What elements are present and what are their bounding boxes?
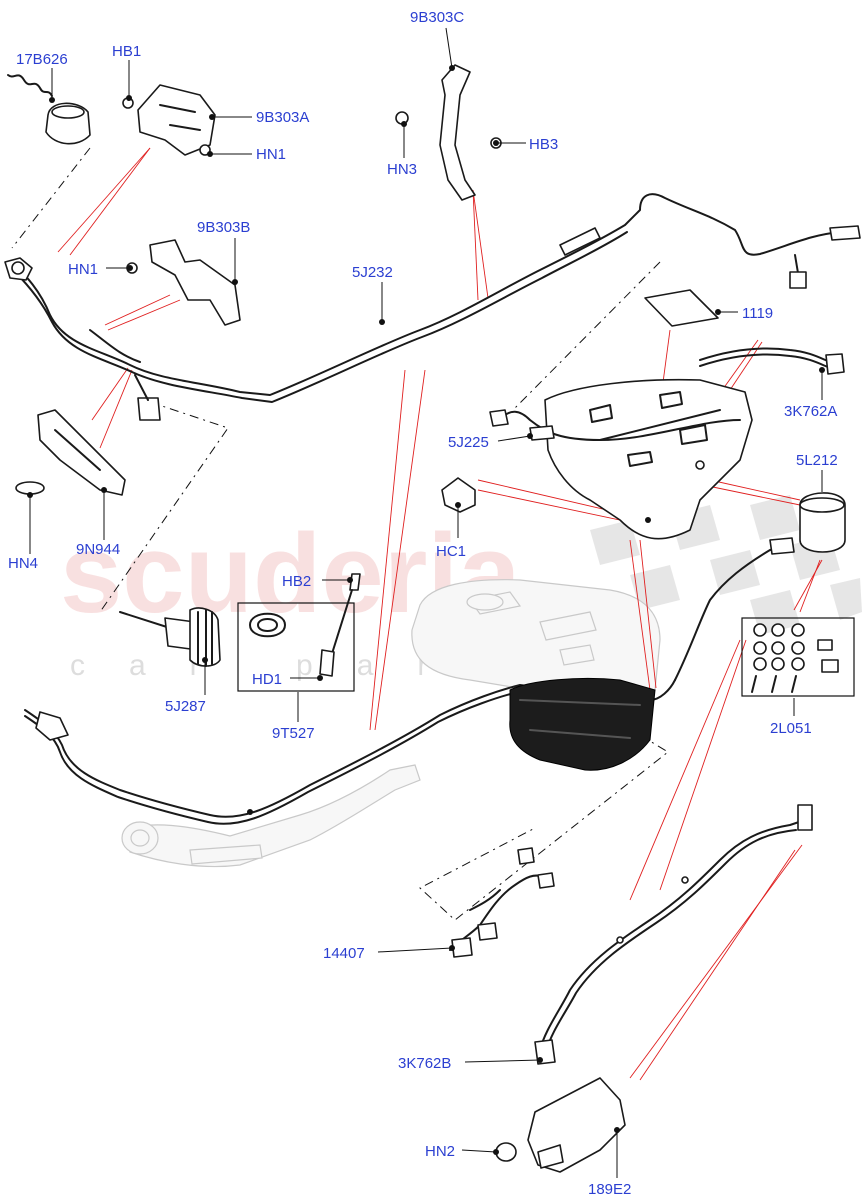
part-1119-pad (644, 289, 719, 327)
label-9n944: 9N944 (76, 541, 120, 558)
label-hb3: HB3 (529, 136, 558, 153)
part-9b303a-bracket (122, 84, 216, 156)
label-14407: 14407 (323, 945, 365, 962)
label-9b303a: 9B303A (256, 109, 309, 126)
label-hn1-mid: HN1 (68, 261, 98, 278)
part-labels: 17B626 HB1 9B303A HN1 9B303C HN3 HB3 HN1… (8, 9, 838, 1198)
label-3k762a: 3K762A (784, 403, 837, 420)
label-5l212: 5L212 (796, 452, 838, 469)
part-3k762a-hose (699, 347, 845, 375)
tank-heat-shield-upper (544, 378, 753, 540)
label-189e2: 189E2 (588, 1181, 631, 1198)
part-189e2-shield (495, 1077, 626, 1173)
leader-dots (27, 65, 825, 1155)
label-hb2: HB2 (282, 573, 311, 590)
fuel-tank-shield (509, 677, 656, 771)
leader-lines (29, 27, 823, 1178)
label-hn4: HN4 (8, 555, 38, 572)
label-3k762b: 3K762B (398, 1055, 451, 1072)
label-5j287: 5J287 (165, 698, 206, 715)
part-9t527-kit-box (237, 573, 361, 692)
label-2l051: 2L051 (770, 720, 812, 737)
label-hn3: HN3 (387, 161, 417, 178)
label-9b303b: 9B303B (197, 219, 250, 236)
part-2l051-kit-box (741, 617, 855, 697)
part-5j287-sender (119, 607, 221, 667)
harness-14407 (449, 847, 555, 958)
part-9b303c-bracket (395, 64, 502, 201)
label-1119: 1119 (742, 305, 773, 322)
label-17b626: 17B626 (16, 51, 68, 68)
checkered-flag-logo (590, 495, 862, 635)
part-hc1-clip (441, 477, 476, 513)
label-hc1: HC1 (436, 543, 466, 560)
label-9t527: 9T527 (272, 725, 315, 742)
label-hd1: HD1 (252, 671, 282, 688)
part-17b626-filler-cap (7, 74, 91, 145)
part-5l212-filter (799, 492, 846, 553)
fuel-pipe-5j232 (4, 193, 861, 421)
group-lines (11, 147, 669, 921)
label-5j232: 5J232 (352, 264, 393, 281)
label-5j225: 5J225 (448, 434, 489, 451)
label-hn2: HN2 (425, 1143, 455, 1160)
label-hn1-top: HN1 (256, 146, 286, 163)
ghost-exhaust-system (121, 764, 421, 868)
part-9b303b-bracket (126, 239, 241, 326)
label-hb1: HB1 (112, 43, 141, 60)
part-9n944-bracket (15, 409, 126, 496)
pipe-9t527 (534, 804, 813, 1065)
label-9b303c: 9B303C (410, 9, 464, 26)
pipe-5j225 (489, 409, 741, 441)
ghost-fuel-tank (411, 579, 661, 699)
